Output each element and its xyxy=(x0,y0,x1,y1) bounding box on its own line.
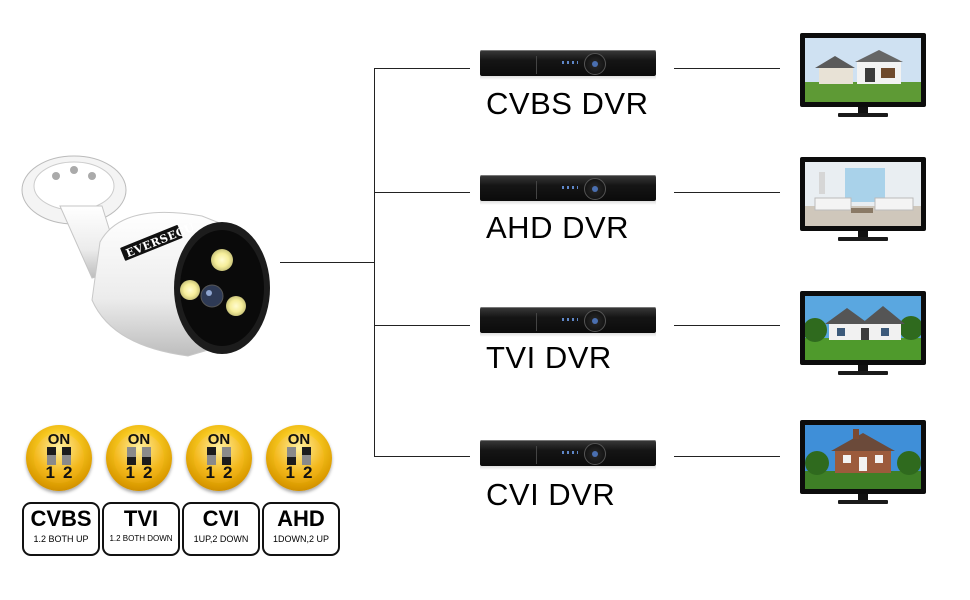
dvr-1-to-monitor-line xyxy=(674,68,780,69)
monitor-stand xyxy=(838,237,888,241)
mode-name: TVI xyxy=(123,506,159,531)
dvr-label-1: CVBS DVR xyxy=(486,86,649,121)
camera-to-bus-line xyxy=(280,262,374,263)
dvr-4-to-monitor-line xyxy=(674,456,780,457)
monitor-stand xyxy=(838,500,888,504)
dvr-unit-1 xyxy=(480,50,656,80)
dvr-label-2: AHD DVR xyxy=(486,210,630,245)
switch-numbers: 12 xyxy=(45,463,81,482)
switch-on-label: ON xyxy=(127,431,151,448)
bullet-camera: EVERSECU xyxy=(12,150,274,360)
switch-1 xyxy=(47,447,56,465)
monitor-stand xyxy=(838,371,888,375)
mode-name: AHD xyxy=(277,506,325,531)
mode-box-tvi: TVI 1.2 BOTH DOWN xyxy=(102,502,180,556)
mode-box-cvbs: CVBS 1.2 BOTH UP xyxy=(22,502,100,556)
bus-to-dvr-4-line xyxy=(374,456,470,457)
control-dial xyxy=(584,443,606,465)
camera-illustration xyxy=(21,155,270,357)
dvr-label-3: TVI DVR xyxy=(486,340,612,375)
switch-2 xyxy=(302,447,311,465)
mode-description: 1UP,2 DOWN xyxy=(193,534,249,544)
mode-name: CVI xyxy=(202,506,240,531)
monitor-screen xyxy=(805,162,921,226)
dip-switch-badge-cvbs: ON 12 xyxy=(26,425,92,491)
switch-2 xyxy=(142,447,151,465)
dvr-body xyxy=(480,50,656,76)
mode-name: CVBS xyxy=(30,506,92,531)
monitor-screen xyxy=(805,425,921,489)
bus-to-dvr-2-line xyxy=(374,192,470,193)
switch-on-label: ON xyxy=(47,431,71,448)
dvr-2-to-monitor-line xyxy=(674,192,780,193)
mode-description: 1DOWN,2 UP xyxy=(272,534,329,544)
status-leds xyxy=(562,318,578,321)
switch-numbers: 12 xyxy=(285,463,321,482)
switch-2 xyxy=(222,447,231,465)
bus-to-dvr-3-line xyxy=(374,325,470,326)
switch-1 xyxy=(207,447,216,465)
mode-box-cvi: CVI 1UP,2 DOWN xyxy=(182,502,260,556)
monitor-screen xyxy=(805,38,921,102)
status-leds xyxy=(562,186,578,189)
control-dial xyxy=(584,310,606,332)
switch-2 xyxy=(62,447,71,465)
dvr-body xyxy=(480,440,656,466)
dip-switch-badge-cvi: ON 12 xyxy=(186,425,252,491)
monitor-4 xyxy=(800,420,926,506)
status-leds xyxy=(562,61,578,64)
bus-vertical-line xyxy=(374,68,375,456)
control-dial xyxy=(584,53,606,75)
monitor-3 xyxy=(800,291,926,377)
switch-numbers: 12 xyxy=(205,463,241,482)
dvr-label-4: CVI DVR xyxy=(486,477,616,512)
switch-on-label: ON xyxy=(287,431,311,448)
mode-box-ahd: AHD 1DOWN,2 UP xyxy=(262,502,340,556)
monitor-1 xyxy=(800,33,926,119)
mode-description: 1.2 BOTH DOWN xyxy=(109,534,173,543)
dvr-unit-4 xyxy=(480,440,656,470)
status-leds xyxy=(562,451,578,454)
dvr-body xyxy=(480,307,656,333)
dvr-body xyxy=(480,175,656,201)
monitor-screen xyxy=(805,296,921,360)
dvr-unit-2 xyxy=(480,175,656,205)
dip-switch-badge-ahd: ON 12 xyxy=(266,425,332,491)
switch-on-label: ON xyxy=(207,431,231,448)
dvr-3-to-monitor-line xyxy=(674,325,780,326)
monitor-2 xyxy=(800,157,926,243)
bus-to-dvr-1-line xyxy=(374,68,470,69)
switch-1 xyxy=(127,447,136,465)
monitor-stand xyxy=(838,113,888,117)
mode-description: 1.2 BOTH UP xyxy=(33,534,89,544)
dvr-unit-3 xyxy=(480,307,656,337)
switch-numbers: 12 xyxy=(125,463,161,482)
switch-1 xyxy=(287,447,296,465)
control-dial xyxy=(584,178,606,200)
dip-switch-badge-tvi: ON 12 xyxy=(106,425,172,491)
